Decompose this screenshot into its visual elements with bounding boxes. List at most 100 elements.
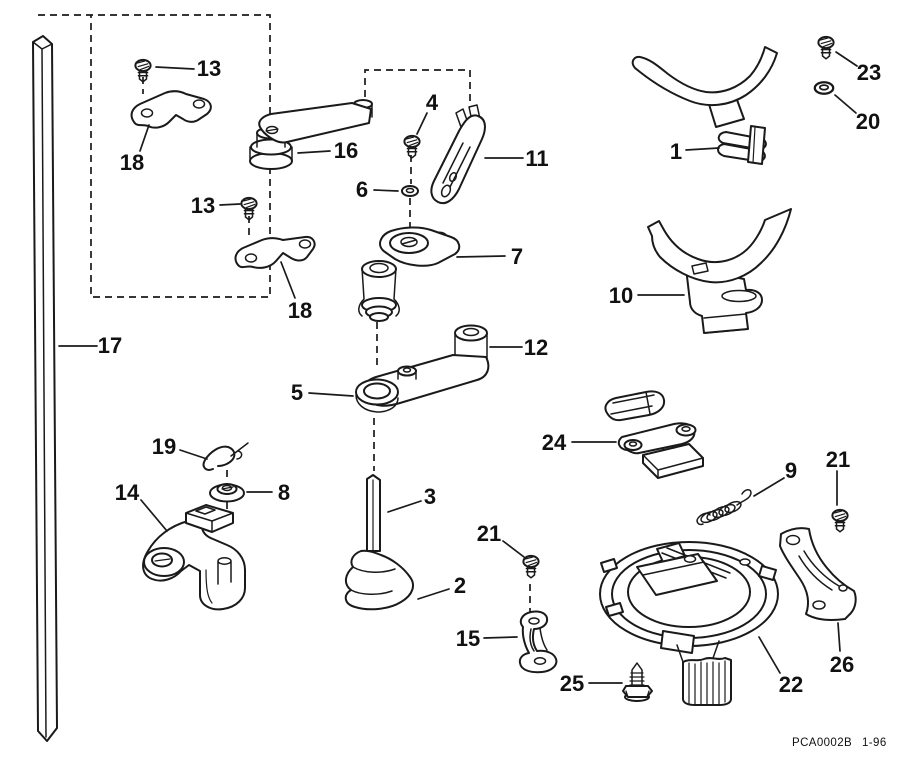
part-12-bushing bbox=[454, 324, 488, 371]
callout-label-10: 10 bbox=[609, 283, 633, 308]
callout-label-19: 19 bbox=[152, 434, 176, 459]
part-26-segment bbox=[779, 527, 857, 621]
part-5-arm bbox=[355, 354, 490, 413]
callout-label-2: 2 bbox=[454, 573, 466, 598]
callout-label-24: 24 bbox=[542, 430, 567, 455]
callout-label-6: 6 bbox=[356, 177, 368, 202]
leader-line-23 bbox=[835, 51, 858, 67]
leader-line-4 bbox=[416, 112, 428, 135]
callout-screw-25: 25 bbox=[560, 671, 623, 696]
part-7-lever-assembly bbox=[358, 226, 461, 322]
leader-line-7 bbox=[456, 255, 506, 258]
callout-label-13: 13 bbox=[191, 193, 215, 218]
part-15-clamp-bracket bbox=[518, 610, 558, 674]
leader-line-6 bbox=[373, 189, 399, 192]
callout-label-9: 9 bbox=[785, 458, 797, 483]
part-1-shift-yoke bbox=[631, 46, 778, 165]
leader-line-18 bbox=[139, 124, 150, 152]
leader-line-20 bbox=[834, 94, 857, 114]
callout-label-15: 15 bbox=[456, 626, 480, 651]
leader-line-13 bbox=[155, 66, 195, 70]
part-22-retainer-plate bbox=[599, 541, 779, 706]
callout-screw-23: 23 bbox=[835, 51, 881, 85]
callout-label-18: 18 bbox=[120, 150, 144, 175]
callout-screw-13: 13 bbox=[155, 56, 221, 81]
callout-label-13: 13 bbox=[197, 56, 221, 81]
callout-label-20: 20 bbox=[856, 109, 880, 134]
part-8-washer bbox=[209, 483, 245, 503]
part-24-switch-assembly bbox=[604, 390, 704, 479]
part-23-screw bbox=[817, 35, 835, 60]
callout-switch-24: 24 bbox=[542, 430, 617, 455]
leader-line-14 bbox=[140, 499, 168, 532]
leader-line-2 bbox=[417, 588, 450, 600]
callout-crank-arm-16: 16 bbox=[297, 138, 358, 163]
callout-screw-4: 4 bbox=[416, 90, 439, 135]
part-18-cam-lever-2 bbox=[234, 235, 316, 269]
part-6-washer bbox=[401, 185, 419, 197]
callout-bracket-14: 14 bbox=[115, 480, 168, 532]
leader-line-3 bbox=[387, 500, 422, 513]
callout-label-18: 18 bbox=[288, 298, 312, 323]
part-25-screw bbox=[622, 662, 653, 702]
part-4-screw bbox=[403, 134, 421, 159]
callout-spring-9: 9 bbox=[753, 458, 797, 497]
callout-retainer-plate-22: 22 bbox=[758, 636, 803, 697]
callout-arm-5: 5 bbox=[291, 380, 354, 405]
part-9-spring bbox=[696, 489, 752, 526]
assembly-outline-dashed-box bbox=[38, 14, 271, 298]
callout-label-4: 4 bbox=[426, 90, 439, 115]
leader-line-1 bbox=[685, 147, 720, 151]
callout-layer: 13 18 16 13 18 4 6 1 17 12 5 3 2 19 8 14 21 15 25 24 9 21 22 26… bbox=[58, 51, 881, 697]
callout-bracket-10: 10 bbox=[609, 283, 685, 308]
part-21-screw-2 bbox=[831, 508, 849, 533]
leader-line-16 bbox=[297, 150, 331, 154]
part-19-clip bbox=[202, 442, 249, 471]
callout-label-26: 26 bbox=[830, 652, 854, 677]
callout-arm-bushing-12: 12 bbox=[489, 335, 548, 360]
callout-label-17: 17 bbox=[98, 333, 122, 358]
leader-line-5 bbox=[308, 392, 354, 397]
part-3-rod bbox=[366, 474, 381, 552]
callout-screw-21: 21 bbox=[477, 521, 525, 558]
callout-rod-3: 3 bbox=[387, 484, 436, 513]
callout-shift-rod-17: 17 bbox=[58, 333, 122, 358]
callout-label-21: 21 bbox=[826, 447, 850, 472]
part-20-washer bbox=[813, 81, 835, 95]
part-11-link bbox=[430, 104, 486, 205]
leader-line-9 bbox=[753, 477, 785, 497]
callout-label-5: 5 bbox=[291, 380, 303, 405]
callout-washer-6: 6 bbox=[356, 177, 399, 202]
callout-label-21: 21 bbox=[477, 521, 501, 546]
part-2-knob bbox=[344, 549, 414, 611]
callout-knob-2: 2 bbox=[417, 573, 466, 600]
callout-label-8: 8 bbox=[278, 480, 290, 505]
part-14-bracket bbox=[142, 504, 246, 611]
footer-revision-code: 1-96 bbox=[862, 737, 887, 749]
callout-washer-8: 8 bbox=[246, 480, 290, 505]
callout-label-14: 14 bbox=[115, 480, 140, 505]
leader-line-22 bbox=[758, 636, 781, 674]
part-18-cam-lever-1 bbox=[130, 90, 212, 129]
callout-label-1: 1 bbox=[670, 139, 682, 164]
part-10-support-bracket bbox=[647, 208, 792, 334]
callout-label-3: 3 bbox=[424, 484, 436, 509]
callout-screw-21: 21 bbox=[826, 447, 850, 506]
part-16-crank-arm bbox=[249, 99, 373, 170]
callout-label-7: 7 bbox=[511, 244, 523, 269]
callout-cam-lever-18: 18 bbox=[280, 261, 312, 323]
callout-yoke-1: 1 bbox=[670, 139, 720, 164]
callout-washer-20: 20 bbox=[834, 94, 880, 134]
leader-line-18 bbox=[280, 261, 296, 299]
callout-clamp-15: 15 bbox=[456, 626, 518, 651]
callout-label-12: 12 bbox=[524, 335, 548, 360]
callout-clip-19: 19 bbox=[152, 434, 208, 460]
part-17-shift-rod bbox=[32, 35, 58, 742]
part-21-screw-1 bbox=[522, 554, 540, 579]
leader-line-13 bbox=[219, 203, 241, 206]
callout-label-25: 25 bbox=[560, 671, 584, 696]
callout-segment-26: 26 bbox=[830, 622, 854, 677]
callout-screw-13: 13 bbox=[191, 193, 241, 218]
